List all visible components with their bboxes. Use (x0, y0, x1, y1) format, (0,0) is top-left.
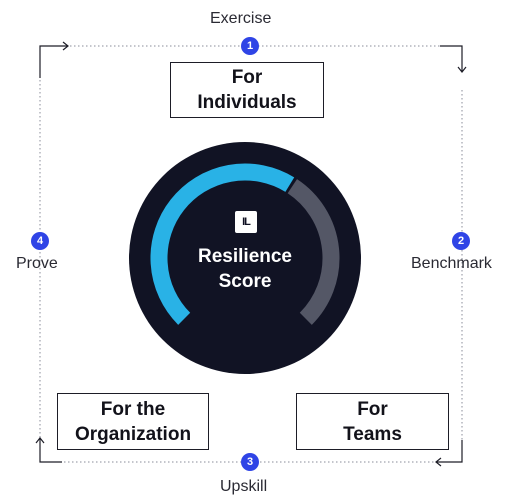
step-1-label: Exercise (210, 10, 272, 27)
gauge-remainder-arc (287, 179, 340, 325)
box-individuals-line2: Individuals (197, 92, 297, 113)
step-1-badge: 1 (241, 37, 259, 55)
box-for-organization: For the Organization (57, 393, 209, 450)
box-for-teams: For Teams (296, 393, 449, 450)
gauge-progress-arc (150, 163, 295, 325)
arrow-left-icon (435, 457, 442, 467)
box-organization-line1: For the (100, 398, 166, 420)
step-4-label: Prove (16, 255, 58, 272)
resilience-score-label: Resilience Score (180, 244, 310, 294)
logo-mark: IL (242, 216, 251, 228)
box-teams-line2: Teams (343, 423, 402, 445)
box-individuals-line1: For (231, 67, 263, 88)
box-organization-line2: Organization (74, 423, 192, 445)
step-3-badge: 3 (241, 453, 259, 471)
step-3-label: Upskill (220, 478, 268, 495)
corner-top-right (440, 45, 463, 72)
step-2-badge: 2 (452, 232, 470, 250)
box-teams-line1: For (357, 398, 388, 420)
corner-bottom-left (39, 438, 62, 463)
center-line1: Resilience (198, 246, 292, 267)
corner-top-left (39, 45, 68, 78)
step-2-label: Benchmark (411, 255, 492, 272)
immersive-labs-logo-icon: IL (235, 211, 257, 233)
box-for-individuals: For Individuals (170, 62, 324, 118)
arrow-down-icon (457, 66, 467, 73)
arrow-right-icon (62, 41, 69, 51)
arrow-up-icon (35, 437, 45, 444)
corner-bottom-right (436, 440, 463, 463)
center-line2: Score (218, 271, 272, 292)
step-4-badge: 4 (31, 232, 49, 250)
